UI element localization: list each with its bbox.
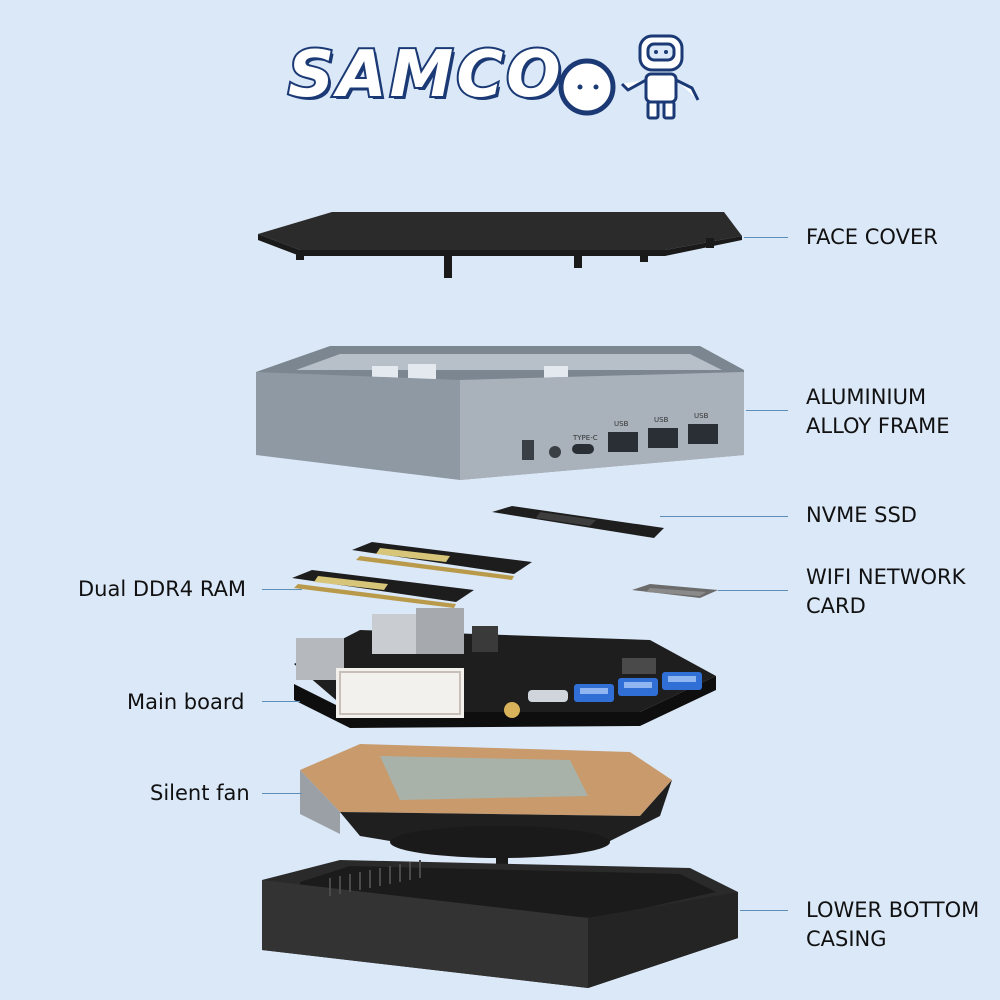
leader-line-ram: [262, 589, 302, 590]
label-casing-line2: CASING: [806, 927, 887, 951]
leader-line-fan: [262, 793, 302, 794]
leader-line-casing: [740, 910, 788, 911]
label-face-cover: FACE COVER: [806, 225, 938, 249]
label-casing-line1: LOWER BOTTOM: [806, 898, 980, 922]
leader-line-frame: [746, 410, 788, 411]
leader-line-wifi: [718, 590, 788, 591]
main-board: [294, 608, 716, 728]
logo-o-face-icon: [558, 58, 616, 116]
label-frame-line2: ALLOY FRAME: [806, 414, 950, 438]
aluminium-frame: [256, 346, 744, 480]
brand-logo: SAMCO: [282, 30, 722, 130]
leader-line-nvme: [660, 516, 788, 517]
lower-casing: [262, 860, 738, 988]
silent-fan: [300, 744, 672, 876]
port-label-type-c: TYPE-C: [572, 434, 598, 442]
label-ram: Dual DDR4 RAM: [78, 577, 247, 601]
label-wifi-line1: WIFI NETWORK: [806, 565, 966, 589]
label-frame-line1: ALUMINIUM: [806, 385, 927, 409]
label-nvme: NVME SSD: [806, 503, 917, 527]
port-label-usb-2: USB: [654, 416, 669, 424]
nvme-ssd: [492, 506, 664, 538]
label-wifi-line2: CARD: [806, 594, 866, 618]
port-label-usb-1: USB: [614, 420, 629, 428]
leader-line-mainboard: [262, 701, 300, 702]
brand-name: SAMCO: [286, 36, 564, 114]
label-mainboard: Main board: [127, 690, 245, 714]
wifi-card: [632, 584, 718, 598]
port-label-usb-3: USB: [694, 412, 709, 420]
label-fan: Silent fan: [150, 781, 250, 805]
face-cover: [258, 212, 742, 278]
ram-module-1: [352, 542, 532, 580]
ram-module-2: [292, 570, 474, 608]
leader-line-face-cover: [744, 237, 788, 238]
robot-mascot-icon: [620, 34, 700, 120]
